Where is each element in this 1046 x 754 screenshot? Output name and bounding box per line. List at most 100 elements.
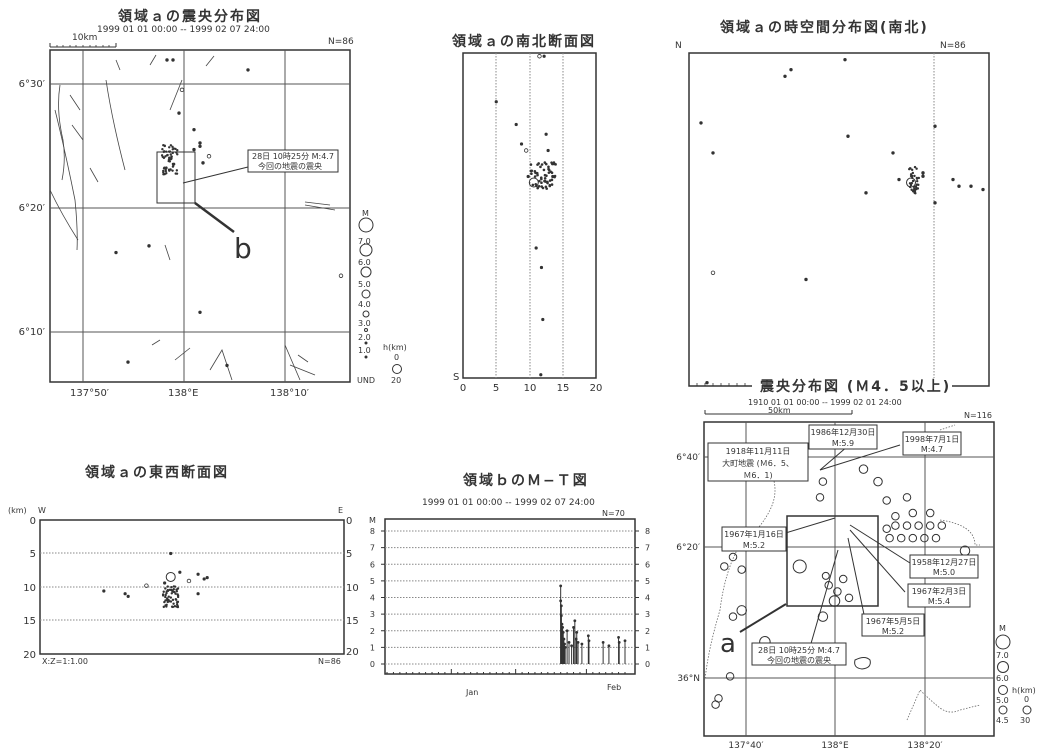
y-tick-label: 5 bbox=[370, 577, 375, 586]
section-point bbox=[544, 132, 548, 136]
mt-event-marker bbox=[559, 604, 563, 608]
svg-text:20: 20 bbox=[346, 647, 359, 658]
cluster-point bbox=[543, 173, 547, 177]
svg-text:4.5: 4.5 bbox=[996, 716, 1009, 725]
main-shock-marker bbox=[906, 177, 916, 188]
svg-text:10: 10 bbox=[346, 583, 359, 594]
svg-text:0: 0 bbox=[394, 353, 399, 362]
mt-event-marker bbox=[576, 640, 580, 644]
y-tick-label: 4 bbox=[370, 594, 375, 603]
region-a-label: a bbox=[720, 629, 736, 659]
mt-n-label: N=70 bbox=[602, 509, 625, 518]
spacetime-title: 領域ａの時空間分布図(南北) bbox=[720, 20, 929, 36]
cluster-point bbox=[176, 595, 180, 599]
cluster-point bbox=[537, 184, 541, 188]
inland-lake bbox=[854, 657, 871, 670]
mt-event-marker bbox=[607, 644, 611, 648]
title-bg bbox=[752, 378, 952, 394]
epicenter-a-n-label: N=86 bbox=[328, 37, 354, 47]
section-point bbox=[196, 572, 200, 576]
mt-event-marker bbox=[561, 631, 565, 634]
svg-text:5: 5 bbox=[30, 549, 36, 560]
epicenter-point bbox=[246, 68, 250, 72]
y-tick-label: 7 bbox=[370, 544, 375, 553]
epicenter-point bbox=[179, 87, 185, 93]
spacetime-point bbox=[921, 174, 925, 178]
y-tick-label: 0 bbox=[370, 660, 375, 669]
cluster-point bbox=[909, 183, 913, 187]
historic-epicenter bbox=[885, 533, 894, 543]
mt-event-marker bbox=[573, 619, 577, 623]
cluster-point bbox=[162, 590, 165, 593]
svg-text:M:5.4: M:5.4 bbox=[928, 597, 950, 606]
cluster-point bbox=[531, 183, 535, 187]
cluster-point bbox=[167, 595, 170, 598]
svg-text:6.0: 6.0 bbox=[358, 258, 371, 267]
cluster-point bbox=[550, 178, 554, 182]
svg-text:1.0: 1.0 bbox=[358, 346, 371, 355]
cluster-point bbox=[161, 147, 164, 151]
cluster-point bbox=[164, 155, 167, 158]
y-tick-label: 6°30′ bbox=[19, 79, 46, 90]
west-label: W bbox=[38, 506, 46, 515]
cluster-point bbox=[911, 171, 915, 175]
mt-event-marker bbox=[565, 629, 569, 633]
y-tick-label: 36°N bbox=[677, 674, 700, 684]
cluster-point bbox=[540, 163, 544, 166]
svg-text:M:5.9: M:5.9 bbox=[832, 439, 854, 448]
ew-cluster bbox=[161, 571, 180, 609]
svg-text:1918年11月11日: 1918年11月11日 bbox=[726, 446, 791, 456]
cluster-point bbox=[910, 188, 913, 191]
cluster-point bbox=[173, 605, 177, 608]
x-tick-labels: 137°40′ 138°E 138°20′ bbox=[728, 741, 942, 751]
y-tick-label: 8 bbox=[370, 527, 375, 536]
cluster-point bbox=[171, 589, 174, 593]
epicenter-cluster bbox=[160, 143, 179, 176]
cluster-point bbox=[175, 605, 179, 608]
cluster-point bbox=[175, 590, 179, 593]
cluster-point bbox=[170, 586, 173, 589]
historic-epicenter bbox=[931, 533, 941, 543]
svg-text:10: 10 bbox=[23, 583, 36, 594]
cluster-point bbox=[169, 144, 173, 147]
cluster-point bbox=[171, 169, 174, 172]
y-tick-labels: 6°40′ 6°20′ 36°N bbox=[676, 453, 700, 684]
historic-epicenter bbox=[902, 521, 912, 530]
map-frame bbox=[703, 421, 995, 737]
mt-event-marker bbox=[562, 637, 566, 641]
n-label: N=116 bbox=[964, 411, 992, 420]
epicenter-point bbox=[198, 144, 202, 148]
svg-text:7.0: 7.0 bbox=[358, 237, 371, 246]
magnitude-legend bbox=[358, 217, 402, 374]
mt-event-marker bbox=[601, 640, 605, 644]
section-point bbox=[123, 592, 127, 596]
section-point bbox=[144, 583, 149, 588]
section-point bbox=[534, 246, 538, 250]
ew-n-label: N=86 bbox=[318, 657, 341, 666]
spacetime-n-label: N=86 bbox=[940, 41, 966, 51]
cluster-point bbox=[162, 605, 165, 609]
cluster-point bbox=[175, 600, 179, 604]
y-tick-label: 1 bbox=[645, 643, 650, 652]
y-tick-labels-right: 0 5 10 15 20 bbox=[346, 516, 359, 658]
legend-circles bbox=[995, 634, 1032, 715]
ns-section-title: 領域ａの南北断面図 bbox=[452, 34, 596, 50]
annotation-box bbox=[247, 149, 339, 173]
epicenter-a-subtitle: 1999 01 01 00:00 -- 1999 02 07 24:00 bbox=[97, 25, 270, 35]
svg-text:0: 0 bbox=[346, 516, 352, 527]
spacetime-point bbox=[804, 277, 808, 282]
cluster-point bbox=[536, 186, 539, 190]
historic-epicenter bbox=[937, 521, 947, 530]
north-label: N bbox=[675, 41, 682, 51]
svg-text:15: 15 bbox=[23, 616, 36, 627]
scale-bar bbox=[704, 410, 853, 415]
historic-epicenter bbox=[720, 562, 729, 571]
section-point bbox=[542, 54, 546, 58]
historic-epicenter bbox=[858, 464, 869, 474]
svg-text:1967年2月3日: 1967年2月3日 bbox=[912, 586, 967, 596]
fault-lines bbox=[49, 54, 336, 381]
spacetime-point bbox=[711, 151, 715, 155]
historic-epicenter bbox=[792, 559, 807, 574]
cluster-point bbox=[165, 603, 168, 607]
